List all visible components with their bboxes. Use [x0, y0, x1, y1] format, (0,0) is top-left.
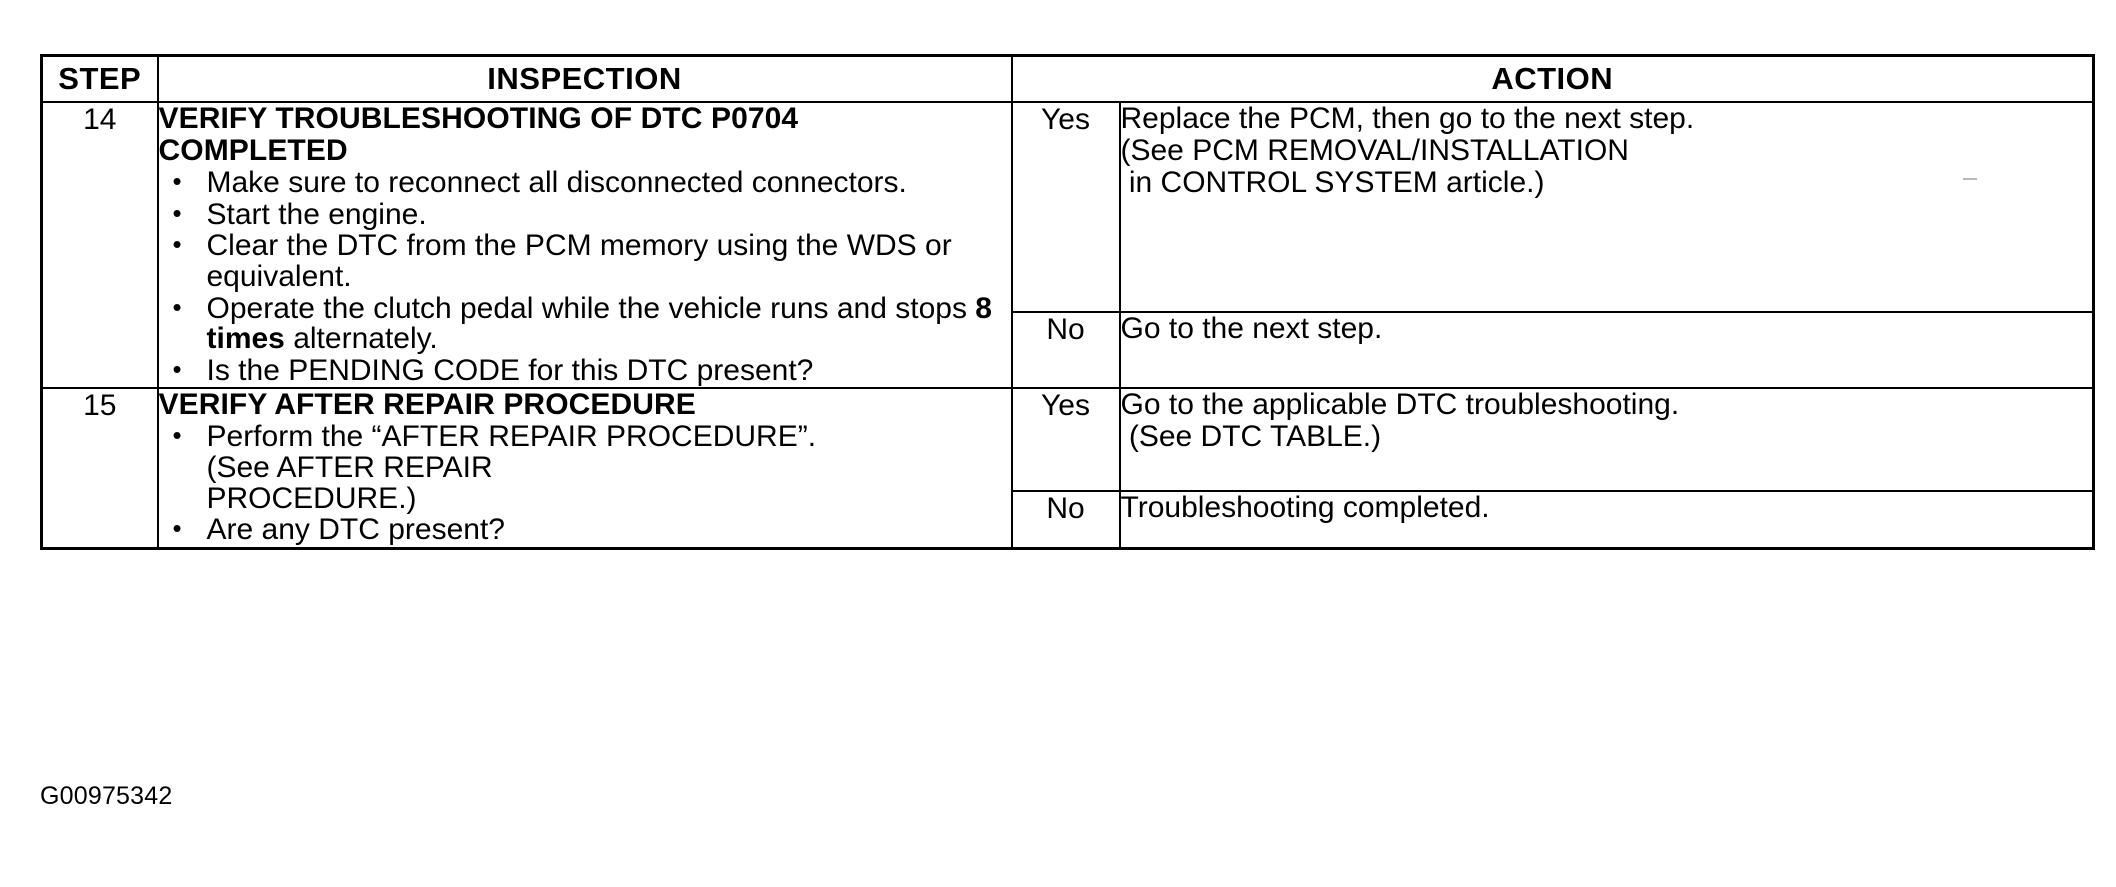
bullet-text-part-1: Operate the clutch pedal while the vehic… — [206, 291, 976, 325]
bullet-text: Is the PENDING CODE for this DTC present… — [206, 353, 814, 387]
bullet-text: Are any DTC present? — [206, 513, 505, 547]
table-body: 14 VERIFY TROUBLESHOOTING OF DTC P0704 C… — [40, 100, 2095, 550]
list-item: Operate the clutch pedal while the vehic… — [159, 291, 1011, 356]
result-label-no: No — [1010, 310, 1121, 390]
inspection-title-line-2: COMPLETED — [158, 134, 348, 168]
table-row: 15 VERIFY AFTER REPAIR PROCEDURE Perform… — [40, 387, 2095, 550]
bullet-text: Start the engine. — [206, 197, 427, 231]
table-header: STEP INSPECTION ACTION — [40, 54, 2095, 103]
header-row: STEP INSPECTION ACTION — [40, 54, 2095, 103]
inspection-bullet-list: Perform the “AFTER REPAIR PROCEDURE”. (S… — [159, 420, 1011, 547]
step-number: 14 — [40, 100, 159, 390]
action-line: Replace the PCM, then go to the next ste… — [1120, 102, 1695, 135]
result-label-no: No — [1010, 490, 1121, 550]
bullet-text: Clear the DTC from the PCM memory using … — [206, 229, 952, 293]
inspection-title-line-1: VERIFY TROUBLESHOOTING OF DTC P0704 — [158, 102, 799, 135]
inspection-cell: VERIFY TROUBLESHOOTING OF DTC P0704 COMP… — [156, 100, 1013, 390]
bullet-text-part-2: alternately. — [284, 322, 438, 356]
column-header-inspection: INSPECTION — [156, 54, 1013, 103]
column-header-action: ACTION — [1010, 54, 2095, 103]
action-line: in CONTROL SYSTEM article.) — [1120, 166, 1545, 200]
table-row: No Troubleshooting completed. — [42, 490, 2095, 550]
bullet-text-line-1: Perform the “AFTER REPAIR PROCEDURE”. — [206, 420, 817, 454]
table-row: 14 VERIFY TROUBLESHOOTING OF DTC P0704 C… — [40, 100, 2095, 390]
inspection-bullet-list: Make sure to reconnect all disconnected … — [159, 166, 1011, 387]
action-line: Troubleshooting completed. — [1120, 491, 1490, 525]
scan-artifact — [1963, 178, 1977, 180]
action-line: Go to the next step. — [1120, 311, 1383, 345]
bullet-text-line-2: (See AFTER REPAIR — [206, 451, 493, 485]
column-header-step: STEP — [40, 54, 159, 103]
inspection-title: VERIFY TROUBLESHOOTING OF DTC P0704 COMP… — [158, 102, 1011, 168]
list-item: Clear the DTC from the PCM memory using … — [159, 229, 1011, 293]
action-cell-yes: Go to the applicable DTC troubleshooting… — [1118, 387, 2095, 493]
inspection-cell: VERIFY AFTER REPAIR PROCEDURE Perform th… — [156, 387, 1013, 550]
bullet-text-line-3: PROCEDURE.) — [206, 481, 417, 515]
action-line: (See DTC TABLE.) — [1120, 420, 1382, 454]
list-item: Is the PENDING CODE for this DTC present… — [159, 353, 1011, 387]
action-line: Go to the applicable DTC troubleshooting… — [1120, 388, 1680, 422]
result-label-yes: Yes — [1010, 387, 1121, 493]
bullet-text: Make sure to reconnect all disconnected … — [206, 166, 907, 200]
inspection-title: VERIFY AFTER REPAIR PROCEDURE — [158, 388, 696, 422]
list-item: Are any DTC present? — [159, 513, 1011, 547]
list-item: Make sure to reconnect all disconnected … — [159, 166, 1011, 200]
figure-caption: G00975342 — [40, 782, 173, 810]
action-cell-yes: Replace the PCM, then go to the next ste… — [1118, 101, 2095, 313]
step-number: 15 — [40, 387, 159, 550]
list-item: Start the engine. — [159, 197, 1011, 231]
table-row: No Go to the next step. — [42, 310, 2095, 390]
action-cell-no: Go to the next step. — [1118, 310, 2095, 390]
list-item: Perform the “AFTER REPAIR PROCEDURE”. (S… — [159, 420, 1011, 515]
result-label-yes: Yes — [1010, 101, 1121, 313]
bullet-emphasis: 8 times — [206, 291, 992, 356]
dtc-troubleshooting-table: STEP INSPECTION ACTION 14 VERIFY TROUBLE… — [40, 54, 2096, 550]
action-line: (See PCM REMOVAL/INSTALLATION — [1120, 134, 1629, 168]
action-cell-no: Troubleshooting completed. — [1118, 490, 2095, 550]
